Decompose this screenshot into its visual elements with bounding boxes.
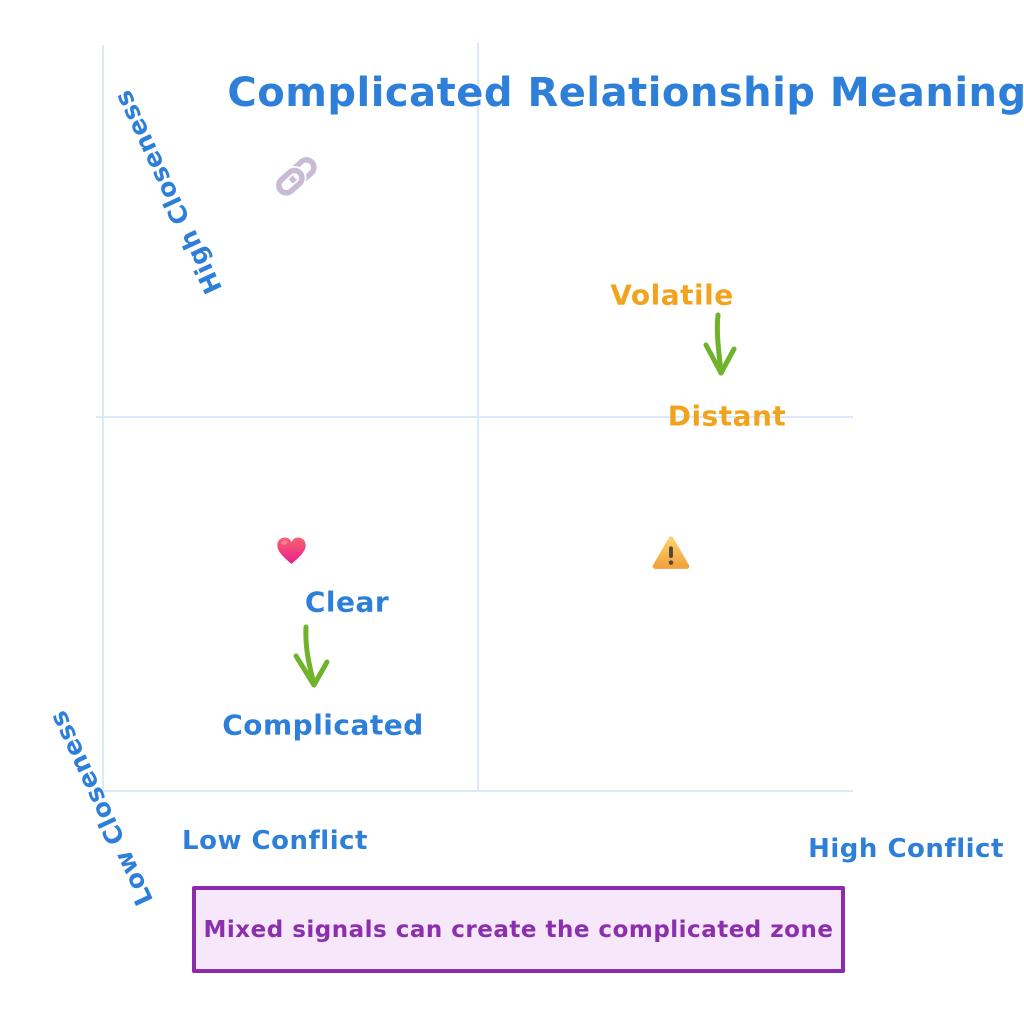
x-axis-label-low-conflict: Low Conflict <box>182 826 368 856</box>
warning-triangle-icon <box>652 536 690 569</box>
x-axis-label-high-conflict: High Conflict <box>808 834 1004 864</box>
grid-line-middle-horizontal <box>96 416 853 418</box>
complicated-label: Complicated <box>222 708 424 742</box>
y-axis-label-high-closeness: High Closeness <box>108 85 228 299</box>
grid-line-left-vertical <box>102 45 104 791</box>
volatile-label: Volatile <box>610 278 734 312</box>
y-axis-label-low-closeness: Low Closeness <box>43 705 159 911</box>
caption-box: Mixed signals can create the complicated… <box>192 886 845 973</box>
distant-label: Distant <box>667 399 787 433</box>
heart-icon <box>277 537 306 564</box>
link-chain-icon <box>274 157 317 198</box>
volatile-to-distant-arrow-icon <box>703 312 737 376</box>
diagram-title: Complicated Relationship Meaning <box>227 70 1024 116</box>
clear-label: Clear <box>304 585 390 619</box>
caption-text: Mixed signals can create the complicated… <box>203 916 834 943</box>
clear-to-complicated-arrow-icon <box>293 624 330 688</box>
grid-line-bottom-horizontal <box>102 790 853 792</box>
